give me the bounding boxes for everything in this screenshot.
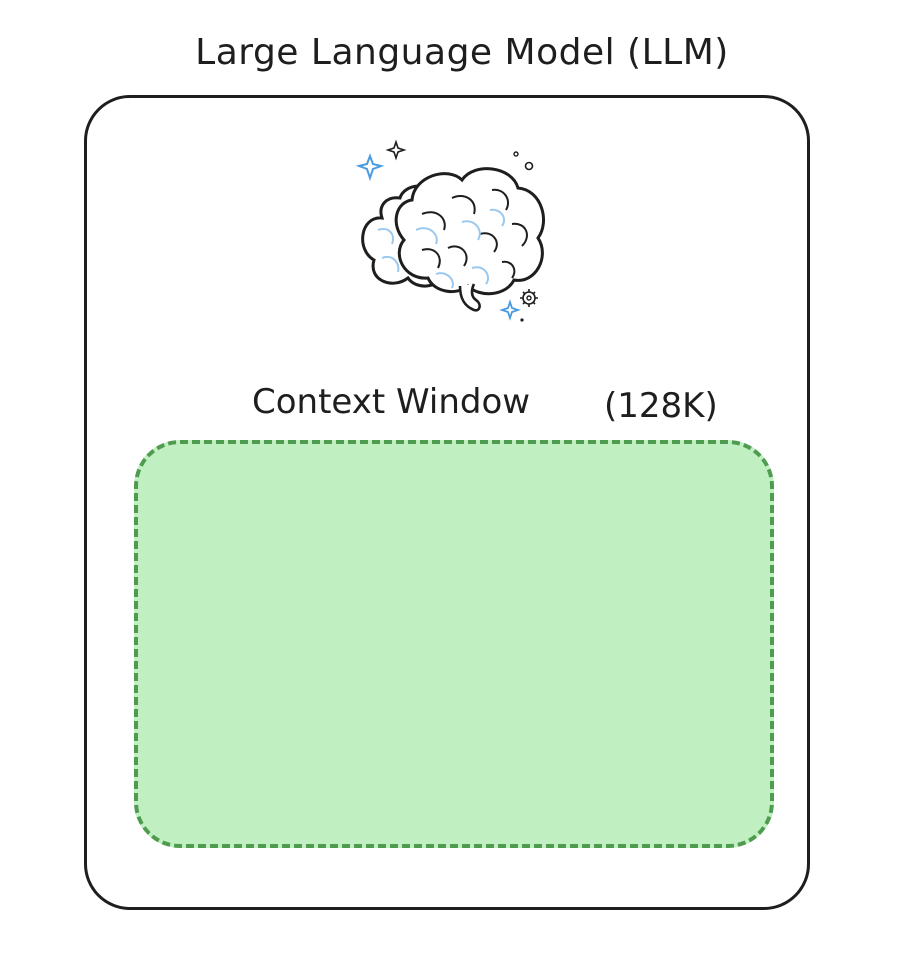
brain-icon	[355, 139, 545, 322]
context-window-label: Context Window	[252, 382, 531, 422]
context-window-region	[134, 440, 774, 848]
diagram-title: Large Language Model (LLM)	[195, 32, 729, 73]
context-window-size: (128K)	[604, 386, 718, 426]
llm-container	[84, 95, 810, 910]
